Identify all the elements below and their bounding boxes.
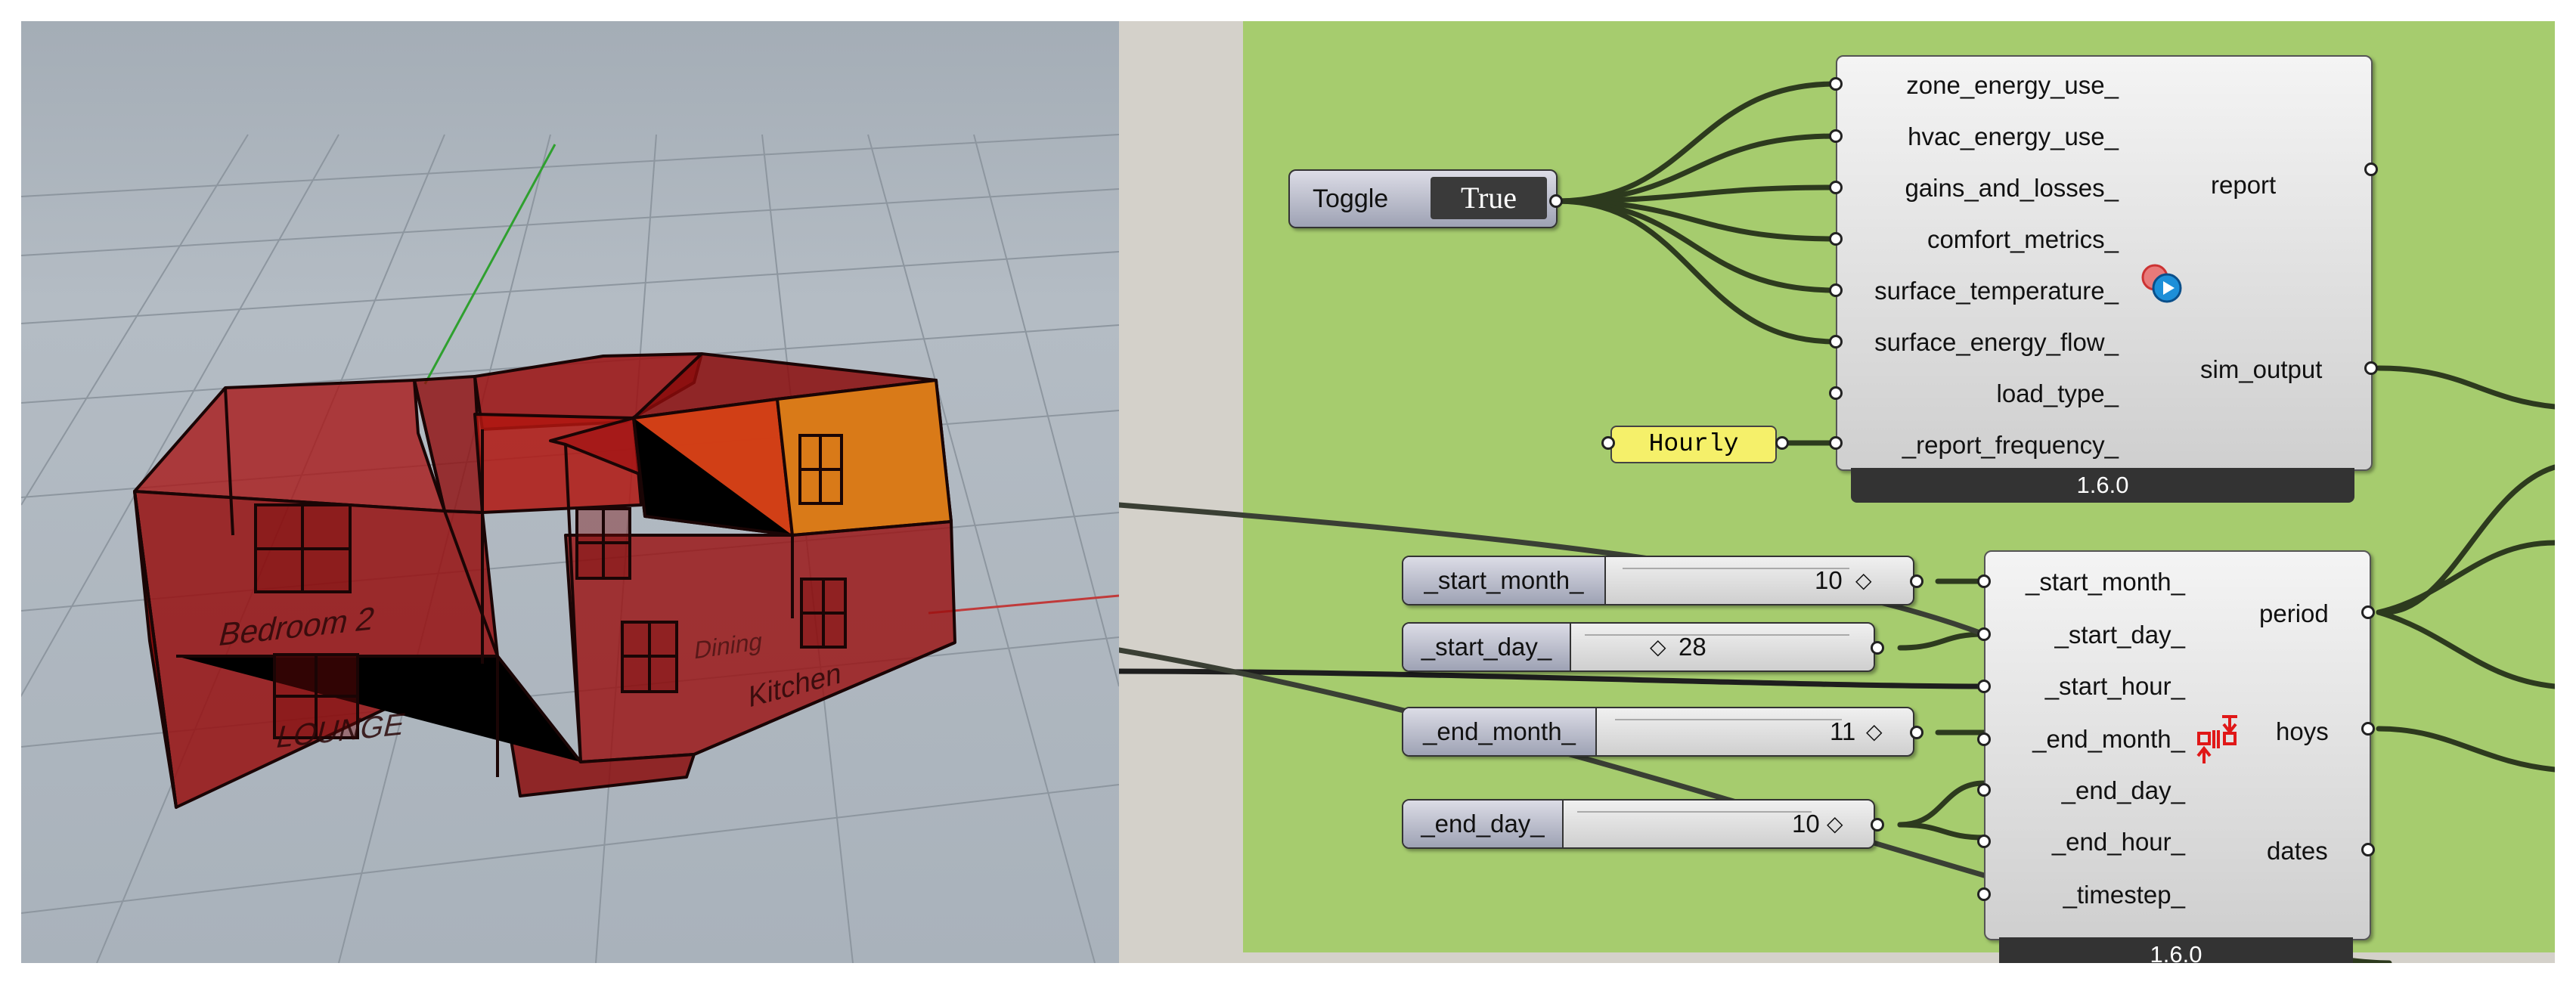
grip-in-4[interactable] bbox=[1829, 232, 1843, 246]
grip-p-in-6[interactable] bbox=[1977, 835, 1991, 848]
input-timestep[interactable]: _timestep_ bbox=[2063, 881, 2185, 909]
grip-out-period[interactable] bbox=[2361, 605, 2375, 619]
energy-output-component[interactable]: zone_energy_use_ hvac_energy_use_ gains_… bbox=[1836, 55, 2373, 471]
grip-p-in-5[interactable] bbox=[1977, 783, 1991, 797]
grip-in-8[interactable] bbox=[1829, 436, 1843, 450]
input-gains-and-losses[interactable]: gains_and_losses_ bbox=[1905, 174, 2119, 202]
slider-grip-icon[interactable]: ◇ bbox=[1650, 635, 1666, 658]
output-hoys[interactable]: hoys bbox=[2276, 717, 2329, 745]
rhino-viewport[interactable]: Bedroom 2 LOUNGE Kitchen Dining bbox=[21, 21, 1119, 963]
input-end-day[interactable]: _end_day_ bbox=[2061, 776, 2185, 804]
slider-end-month-grip[interactable] bbox=[1910, 726, 1923, 739]
output-period[interactable]: period bbox=[2259, 599, 2329, 627]
output-component-version: 1.6.0 bbox=[1851, 468, 2354, 503]
grip-in-6[interactable] bbox=[1829, 335, 1843, 348]
slider-start-month-grip[interactable] bbox=[1910, 574, 1923, 588]
grasshopper-canvas[interactable]: Toggle True Hourly zone_energy_use_ hvac… bbox=[1119, 21, 2555, 963]
grip-out-dates[interactable] bbox=[2361, 843, 2375, 856]
grip-p-in-4[interactable] bbox=[1977, 732, 1991, 746]
viewport-scene bbox=[21, 134, 1119, 963]
slider-value: 10 bbox=[1792, 810, 1820, 838]
report-frequency-panel[interactable]: Hourly bbox=[1610, 426, 1777, 463]
slider-track bbox=[1623, 568, 1849, 583]
input-start-day[interactable]: _start_day_ bbox=[2054, 621, 2185, 649]
input-start-hour[interactable]: _start_hour_ bbox=[2044, 672, 2185, 700]
panel-input-grip[interactable] bbox=[1601, 436, 1615, 450]
slider-value: 11 bbox=[1830, 717, 1856, 745]
period-component-version: 1.6.0 bbox=[1999, 937, 2353, 963]
input-end-hour[interactable]: _end_hour_ bbox=[2051, 828, 2185, 856]
analysis-period-icon bbox=[2188, 714, 2252, 766]
slider-value: 10 bbox=[1815, 566, 1843, 594]
input-comfort-metrics[interactable]: comfort_metrics_ bbox=[1927, 225, 2119, 253]
output-report[interactable]: report bbox=[2211, 171, 2277, 199]
grip-in-5[interactable] bbox=[1829, 283, 1843, 297]
input-end-month[interactable]: _end_month_ bbox=[2032, 725, 2185, 753]
slider-label: _start_day_ bbox=[1403, 624, 1571, 670]
toggle-value[interactable]: True bbox=[1431, 177, 1547, 219]
input-zone-energy-use[interactable]: zone_energy_use_ bbox=[1906, 71, 2119, 99]
grip-in-2[interactable] bbox=[1829, 129, 1843, 143]
input-load-type[interactable]: load_type_ bbox=[1996, 379, 2119, 407]
input-start-month[interactable]: _start_month_ bbox=[2026, 568, 2185, 596]
toggle-label: Toggle bbox=[1313, 184, 1389, 213]
input-surface-energy-flow[interactable]: surface_energy_flow_ bbox=[1874, 328, 2119, 356]
slider-track bbox=[1615, 719, 1842, 734]
grip-in-1[interactable] bbox=[1829, 77, 1843, 91]
grip-out-hoys[interactable] bbox=[2361, 722, 2375, 736]
window-shapes bbox=[254, 434, 847, 739]
y-axis-line bbox=[423, 144, 556, 385]
slider-grip-icon[interactable]: ◇ bbox=[1866, 720, 1883, 743]
grip-out-sim-output[interactable] bbox=[2364, 361, 2378, 375]
panel-output-grip[interactable] bbox=[1775, 436, 1789, 450]
slider-label: _start_month_ bbox=[1403, 557, 1606, 604]
house-model bbox=[133, 352, 956, 809]
grip-p-in-1[interactable] bbox=[1977, 574, 1991, 588]
slider-label: _end_day_ bbox=[1403, 801, 1564, 847]
panel-value: Hourly bbox=[1648, 430, 1739, 458]
slider-start-day-grip[interactable] bbox=[1871, 641, 1884, 655]
slider-grip-icon[interactable]: ◇ bbox=[1827, 812, 1843, 835]
slider-end-day-grip[interactable] bbox=[1871, 818, 1884, 832]
x-axis-line bbox=[928, 594, 1119, 615]
slider-track bbox=[1585, 634, 1849, 649]
boolean-toggle[interactable]: Toggle True bbox=[1288, 169, 1558, 228]
end-month-slider[interactable]: _end_month_ 11 ◇ bbox=[1402, 707, 1914, 757]
start-day-slider[interactable]: _start_day_ ◇ 28 bbox=[1402, 622, 1875, 672]
output-dates[interactable]: dates bbox=[2267, 837, 2328, 865]
start-month-slider[interactable]: _start_month_ 10 ◇ bbox=[1402, 556, 1914, 605]
grip-p-in-7[interactable] bbox=[1977, 887, 1991, 901]
slider-label: _end_month_ bbox=[1403, 708, 1597, 755]
output-sim-output[interactable]: sim_output bbox=[2200, 355, 2323, 383]
input-hvac-energy-use[interactable]: hvac_energy_use_ bbox=[1908, 122, 2119, 150]
toggle-output-grip[interactable] bbox=[1549, 194, 1563, 208]
slider-grip-icon[interactable]: ◇ bbox=[1855, 568, 1872, 592]
input-surface-temperature[interactable]: surface_temperature_ bbox=[1874, 277, 2119, 305]
input-report-frequency[interactable]: _report_frequency_ bbox=[1902, 431, 2119, 459]
grip-p-in-2[interactable] bbox=[1977, 627, 1991, 641]
analysis-period-component[interactable]: _start_month_ _start_day_ _start_hour_ _… bbox=[1984, 550, 2371, 940]
grip-in-3[interactable] bbox=[1829, 181, 1843, 194]
grip-in-7[interactable] bbox=[1829, 386, 1843, 400]
grip-p-in-3[interactable] bbox=[1977, 680, 1991, 693]
slider-track bbox=[1577, 811, 1812, 826]
grip-out-report[interactable] bbox=[2364, 163, 2378, 176]
ladybug-component-icon bbox=[2140, 261, 2185, 306]
slider-value: 28 bbox=[1679, 633, 1706, 661]
end-day-slider[interactable]: _end_day_ 10 ◇ bbox=[1402, 799, 1875, 849]
